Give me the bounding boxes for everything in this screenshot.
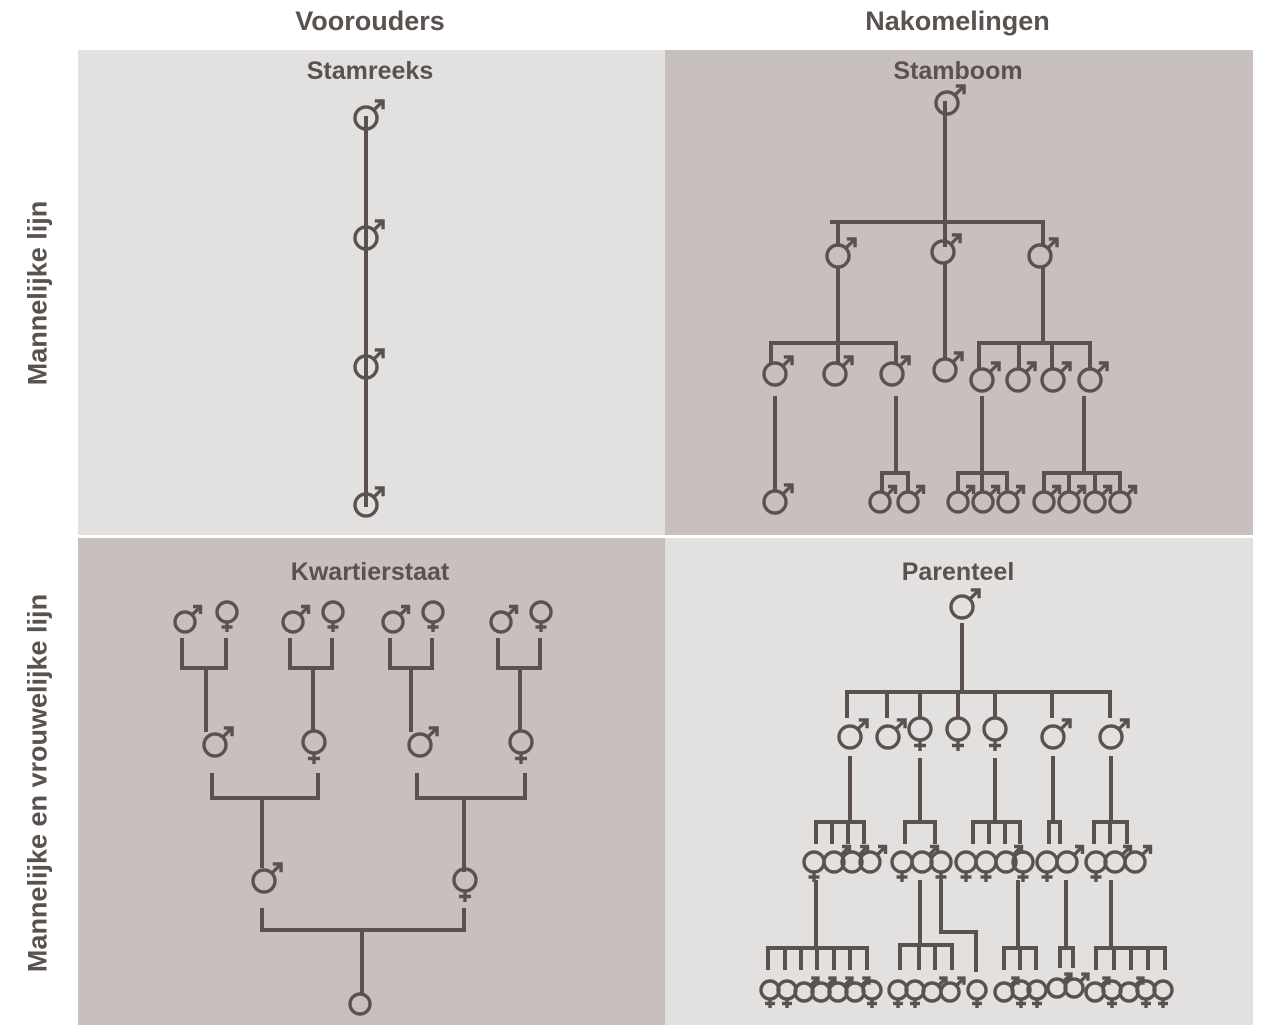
female-symbol-icon (861, 979, 883, 1008)
male-symbol-icon (971, 484, 1001, 514)
connector-line (939, 880, 978, 972)
male-symbol-icon (1055, 844, 1085, 874)
male-symbol-icon (1108, 484, 1138, 514)
male-symbol-icon (353, 486, 385, 518)
male-symbol-icon (251, 862, 283, 894)
male-symbol-icon (969, 361, 1001, 393)
panel-kwartierstaat (78, 538, 665, 1025)
male-symbol-icon (353, 219, 385, 251)
female-symbol-icon (1026, 979, 1048, 1008)
male-symbol-icon (1040, 718, 1072, 750)
male-symbol-icon (946, 484, 976, 514)
female-symbol-icon (982, 716, 1008, 751)
male-symbol-icon (1040, 361, 1072, 393)
panel-title-stamboom: Stamboom (893, 57, 1022, 85)
female-symbol-icon (421, 600, 445, 632)
male-symbol-icon (1027, 237, 1059, 269)
female-symbol-icon (907, 716, 933, 751)
column-heading-descendants: Nakomelingen (865, 6, 1050, 36)
male-symbol-icon (996, 484, 1026, 514)
male-symbol-icon (930, 233, 962, 265)
male-symbol-icon (858, 844, 888, 874)
panel-title-stamreeks: Stamreeks (307, 57, 433, 85)
male-symbol-icon (825, 237, 857, 269)
male-symbol-icon (934, 84, 966, 116)
column-heading-ancestors: Voorouders (295, 6, 445, 36)
female-symbol-icon (945, 716, 971, 751)
male-symbol-icon (822, 355, 854, 387)
male-symbol-icon (837, 718, 869, 750)
male-symbol-icon (762, 355, 794, 387)
circle-symbol-icon (348, 992, 372, 1016)
panel-title-kwartierstaat: Kwartierstaat (291, 558, 450, 586)
male-symbol-icon (879, 355, 911, 387)
male-symbol-icon (353, 99, 385, 131)
male-symbol-icon (1077, 361, 1109, 393)
male-symbol-icon (281, 604, 311, 634)
female-symbol-icon (508, 729, 534, 764)
male-symbol-icon (202, 726, 234, 758)
female-symbol-icon (529, 600, 553, 632)
panel-stamboom (665, 50, 1253, 535)
male-symbol-icon (1005, 361, 1037, 393)
female-symbol-icon (215, 600, 239, 632)
male-symbol-icon (939, 976, 966, 1003)
female-symbol-icon (321, 600, 345, 632)
male-symbol-icon (949, 588, 981, 620)
gender-symbols (173, 84, 1174, 1016)
female-symbol-icon (452, 867, 478, 902)
male-symbol-icon (353, 348, 385, 380)
female-symbol-icon (1010, 979, 1032, 1008)
male-symbol-icon (1083, 484, 1113, 514)
connector-lines (180, 101, 1167, 995)
panel-title-parenteel: Parenteel (902, 558, 1015, 586)
male-symbol-icon (1098, 718, 1130, 750)
male-symbol-icon (407, 726, 439, 758)
male-symbol-icon (1123, 844, 1153, 874)
male-symbol-icon (1063, 972, 1090, 999)
male-symbol-icon (896, 484, 926, 514)
male-symbol-icon (173, 604, 203, 634)
male-symbol-icon (932, 351, 964, 383)
female-symbol-icon (929, 850, 953, 882)
female-symbol-icon (301, 729, 327, 764)
male-symbol-icon (1057, 484, 1087, 514)
female-symbol-icon (966, 979, 988, 1008)
male-symbol-icon (489, 604, 519, 634)
female-symbol-icon (1011, 850, 1035, 882)
male-symbol-icon (1032, 484, 1062, 514)
male-symbol-icon (875, 718, 907, 750)
male-symbol-icon (381, 604, 411, 634)
male-symbol-icon (762, 483, 794, 515)
panel-stamreeks (78, 50, 665, 535)
female-symbol-icon (1152, 979, 1174, 1008)
male-symbol-icon (868, 484, 898, 514)
